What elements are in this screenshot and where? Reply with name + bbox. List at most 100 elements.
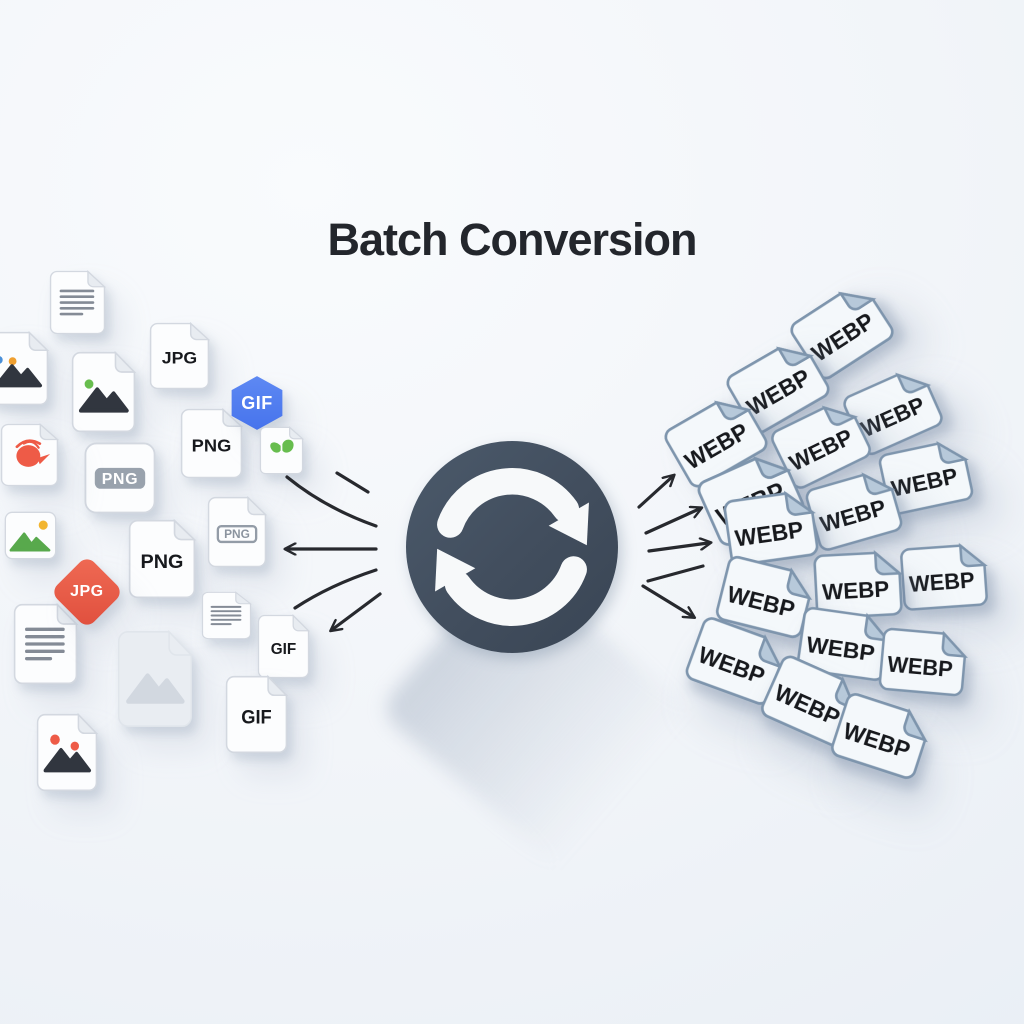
page-fold xyxy=(77,712,99,735)
page-fold xyxy=(247,495,268,516)
sun-glyph xyxy=(38,520,48,530)
source-file-png-label-page: PNG xyxy=(180,407,244,479)
output-file-webp: WEBP xyxy=(878,627,968,697)
file-label: WEBP xyxy=(908,568,975,597)
doodle-blob xyxy=(16,445,41,467)
page-fold xyxy=(235,591,253,605)
mountain-glyph xyxy=(0,364,42,388)
sync-arc-top xyxy=(437,468,580,538)
output-file-webp: WEBP xyxy=(813,550,903,620)
file-label: PNG xyxy=(141,551,184,573)
sync-icon xyxy=(435,468,589,626)
page-outline xyxy=(149,322,210,390)
source-file-gif-label-page: GIF xyxy=(257,613,311,679)
badge xyxy=(94,467,146,489)
page-fold xyxy=(168,629,194,656)
file-label: JPG xyxy=(162,349,197,367)
file-label: PNG xyxy=(224,527,250,541)
source-file-image xyxy=(36,712,99,792)
output-file-webp: WEBP xyxy=(796,606,892,682)
output-file-webp: WEBP xyxy=(768,396,873,491)
doodle-swirl xyxy=(22,440,40,449)
label-frame xyxy=(216,525,258,544)
page-fold xyxy=(87,269,107,288)
source-file-doodle xyxy=(0,422,60,487)
flow-arrow xyxy=(333,592,382,629)
flow-arrow xyxy=(647,543,708,553)
output-file-webp: WEBP xyxy=(841,364,946,457)
page-fold xyxy=(714,400,753,421)
page-outline xyxy=(128,519,196,599)
page-fold xyxy=(821,405,859,426)
flow-arrow xyxy=(637,477,672,509)
page-fold xyxy=(936,441,969,464)
page-outline xyxy=(715,555,811,639)
mountain-glyph xyxy=(126,673,185,704)
source-file-png-outline-page: PNG xyxy=(207,495,268,568)
doodle-swirl xyxy=(15,439,42,449)
source-file-png-label-page: PNG xyxy=(128,518,197,599)
page-fold xyxy=(39,422,60,441)
page-fold xyxy=(776,346,815,367)
page-fold xyxy=(173,518,197,541)
file-label: WEBP xyxy=(822,576,890,605)
source-file-image xyxy=(71,350,137,433)
source-file-doc xyxy=(201,591,253,640)
page-outline xyxy=(843,373,943,456)
output-file-webp: WEBP xyxy=(714,554,815,639)
page-fold xyxy=(289,426,305,440)
doodle-tail xyxy=(37,453,51,465)
source-file-doc xyxy=(49,269,107,335)
output-file-webp: WEBP xyxy=(723,335,832,436)
page-fold xyxy=(895,372,932,394)
page-fold xyxy=(783,490,816,516)
page-fold xyxy=(267,674,289,697)
page-outline xyxy=(225,675,288,754)
source-file-gray-image xyxy=(118,629,194,727)
page-outline xyxy=(790,292,894,380)
file-label: GIF xyxy=(241,392,273,413)
file-label: PNG xyxy=(192,436,232,455)
page-fold xyxy=(903,708,928,743)
page-fold xyxy=(758,634,783,669)
page-fold xyxy=(873,550,903,576)
butterfly-glyph xyxy=(270,442,281,453)
output-file-webp: WEBP xyxy=(804,467,904,552)
sync-arrowhead-right xyxy=(548,502,589,546)
source-file-landscape xyxy=(4,511,57,560)
file-label: GIF xyxy=(241,706,271,728)
page-fold xyxy=(28,330,50,352)
photo-dot xyxy=(8,357,17,366)
page-fold xyxy=(222,407,244,427)
output-file-webp: WEBP xyxy=(829,691,933,781)
photo-dot xyxy=(84,379,94,389)
file-label: PNG xyxy=(102,471,138,488)
file-label: WEBP xyxy=(886,652,953,683)
page-fold xyxy=(56,602,79,625)
mountain-glyph xyxy=(43,748,91,773)
page-fold xyxy=(114,350,137,373)
source-file-gif-hex: GIF xyxy=(230,375,284,431)
flow-line xyxy=(293,568,378,610)
flow-line xyxy=(646,564,705,583)
flow-arrow xyxy=(644,509,699,535)
source-file-image xyxy=(0,330,50,406)
flow-line xyxy=(285,475,378,528)
page-outline xyxy=(771,406,871,489)
photo-dot xyxy=(50,734,60,745)
photo-dot xyxy=(70,741,79,751)
page-fold xyxy=(189,321,211,341)
page-outline xyxy=(180,408,243,479)
output-file-webp: WEBP xyxy=(683,615,788,707)
flow-line xyxy=(335,471,370,494)
page-fold xyxy=(941,630,968,658)
source-file-doc xyxy=(13,602,79,685)
batch-convert-circle xyxy=(406,441,618,653)
output-file-webp: WEBP xyxy=(877,438,974,517)
output-file-webp: WEBP xyxy=(758,653,865,749)
mountain-glyph xyxy=(24,536,51,552)
